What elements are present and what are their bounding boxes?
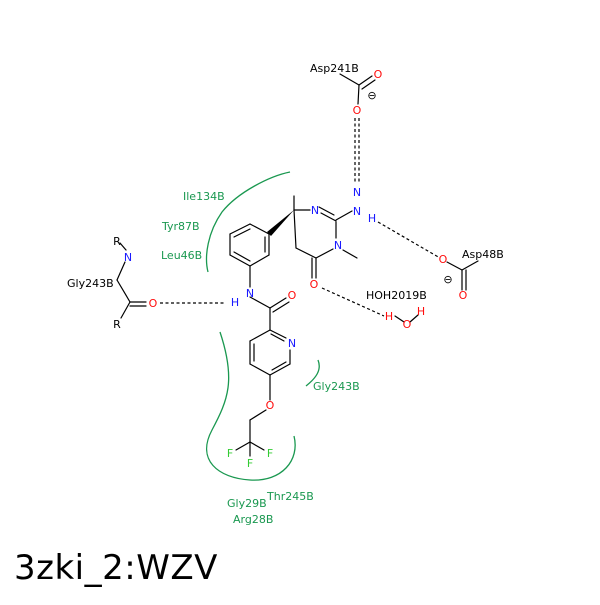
leu46-label: Leu46B: [161, 249, 202, 262]
structure-title: 3zki_2:WZV: [14, 548, 218, 588]
charge-1: ⊖: [367, 89, 376, 102]
ring-n-top-label: N: [311, 204, 319, 217]
f3-label: F: [247, 457, 253, 470]
ring-n-methyl-label: N: [334, 239, 342, 252]
amide-o-label: O: [288, 289, 297, 302]
gly243-o-label: O: [149, 297, 158, 310]
water-h2-label: H: [417, 305, 425, 318]
atom-labels: O O ⊖ N H N H N N O N H O N O F F F O O …: [113, 68, 467, 470]
arg28-label: Arg28B: [233, 513, 273, 526]
amide-h-label: H: [231, 296, 239, 309]
arc-gly29-thr245: [206, 331, 296, 481]
ether-o-label: O: [266, 399, 275, 412]
asp48-o2-label: O: [459, 289, 468, 302]
thr245-label: Thr245B: [266, 490, 314, 503]
gly243-r2-label: R: [113, 318, 121, 331]
asp241-o1-label: O: [374, 68, 383, 81]
nh2-n-label: N: [353, 186, 361, 199]
nh2-n-second-label: N: [353, 205, 361, 218]
residue-labels: Asp241B Asp48B HOH2019B Gly243B Ile134B …: [67, 62, 504, 526]
amide-n-label: N: [246, 287, 254, 300]
gly243-r1-label: R: [113, 235, 121, 248]
gly243-side-label: Gly243B: [67, 277, 114, 290]
asp48-o1-label: O: [439, 253, 448, 266]
pyridine-n-label: N: [288, 337, 296, 350]
gly243-n-label: N: [124, 251, 132, 264]
ring-carbonyl-o-label: O: [310, 278, 319, 291]
arc-ile-tyr-leu: [205, 171, 291, 273]
tyr87-label: Tyr87B: [161, 220, 200, 233]
f1-label: F: [227, 447, 233, 460]
asp241-o2-label: O: [353, 104, 362, 117]
asp48-label: Asp48B: [462, 248, 504, 261]
water-o-label: O: [403, 318, 412, 331]
gly29-label: Gly29B: [227, 497, 267, 510]
asp241-label: Asp241B: [310, 62, 359, 75]
gly243-contact-label: Gly243B: [313, 380, 360, 393]
hoh-label: HOH2019B: [366, 289, 427, 302]
hydrophobic-arcs: [205, 171, 320, 481]
ile134-label: Ile134B: [183, 190, 225, 203]
nh2-h1-label: H: [368, 212, 376, 225]
f2-label: F: [267, 447, 273, 460]
charge-2: ⊖: [443, 273, 452, 286]
bonds: [116, 73, 479, 457]
water-h1-label: H: [385, 310, 393, 323]
arc-gly243-contact: [305, 359, 320, 387]
hydrogen-bonds: [160, 118, 441, 317]
